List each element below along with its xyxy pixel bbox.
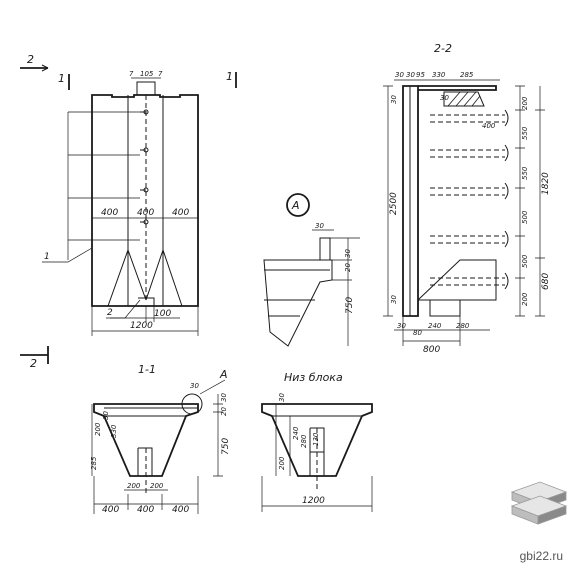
front-dim-7-a: 7: [129, 70, 134, 78]
s11-right-30: 30: [220, 393, 228, 402]
s22-bottom-800: 800: [423, 345, 440, 355]
bottom-block-title: Низ блока: [284, 371, 343, 384]
s22-top-30-c: 30: [440, 94, 449, 102]
s22-side-550-a: 550: [521, 126, 529, 140]
section-1-1-detail-circle: [181, 393, 203, 415]
s11-bottom-400-c: 400: [172, 505, 189, 515]
s11-left-330: 330: [110, 424, 118, 438]
detail-a-circle: [286, 193, 310, 217]
s22-bottom-280: 280: [456, 322, 470, 330]
detail-a-dim-30-top: 30: [315, 222, 324, 230]
s22-bottom-240: 240: [428, 322, 442, 330]
s11-right-30-top: 30: [190, 382, 199, 390]
s22-top-30-b: 30: [406, 71, 415, 79]
s11-bottom-200-a: 200: [127, 482, 141, 490]
s11-right-20: 20: [220, 407, 228, 416]
s22-total-1820: 1820: [541, 172, 551, 195]
s22-height-2500: 2500: [389, 192, 399, 215]
s22-bottom-30: 30: [397, 322, 406, 330]
s22-side-500-a: 500: [521, 210, 529, 224]
front-dim-1200: 1200: [130, 321, 153, 331]
s11-left-30: 30: [102, 411, 110, 420]
section-mark-1-left: 1: [58, 72, 70, 90]
s22-inner-400: 400: [482, 122, 496, 130]
s22-top-285: 285: [460, 71, 474, 79]
front-dim-400-a: 400: [101, 208, 118, 218]
s22-top-30-a: 30: [395, 71, 404, 79]
bb-dim-130: 130: [312, 432, 320, 446]
detail-a-dim-30: 30: [344, 249, 352, 258]
section-1-1-detail-label: А: [219, 368, 228, 381]
section-mark-2-bottom: 2: [20, 346, 49, 370]
s22-side-550-b: 550: [521, 166, 529, 180]
section-mark-1-label-l: 1: [58, 72, 65, 85]
front-dim-100: 100: [154, 309, 171, 319]
detail-a-dim-750: 750: [345, 297, 355, 314]
s22-side-500-b: 500: [521, 254, 529, 268]
section-mark-2-label: 2: [27, 53, 34, 66]
s22-left-30-bottom: 30: [390, 295, 398, 304]
detail-a-label: А: [291, 199, 300, 212]
section-2-2: 2-2 200 550 550 500 500 200 1820 680 250…: [383, 42, 551, 355]
s22-top-330: 330: [432, 71, 446, 79]
s11-left-285: 285: [90, 456, 98, 470]
bb-dim-30: 30: [278, 393, 286, 402]
s22-side-200-bottom: 200: [521, 292, 529, 306]
bb-dim-1200: 1200: [302, 496, 325, 506]
s11-left-200: 200: [94, 422, 102, 436]
front-dim-7-b: 7: [158, 70, 163, 78]
s11-bottom-200-b: 200: [150, 482, 164, 490]
bb-dim-280: 280: [300, 434, 308, 448]
section-mark-2-label-b: 2: [30, 357, 37, 370]
s22-left-30-top: 30: [390, 95, 398, 104]
s11-right-750: 750: [221, 438, 231, 455]
front-callout-2: 2: [107, 308, 113, 318]
watermark-text: gbi22.ru: [519, 549, 563, 563]
s22-side-200-top: 200: [521, 96, 529, 110]
bb-dim-200: 200: [278, 456, 286, 470]
section-mark-1-right: 1: [226, 70, 237, 88]
section-mark-1-label-r: 1: [226, 70, 233, 83]
detail-a-dim-20: 20: [344, 263, 352, 272]
s22-bottom-80: 80: [413, 329, 422, 337]
front-callout-1: 1: [44, 252, 50, 262]
bottom-block-view: Низ блока 30 200 240 280 130 1200: [261, 371, 373, 512]
s22-top-95: 95: [416, 71, 425, 79]
front-dim-105: 105: [140, 70, 154, 78]
front-dim-400-c: 400: [172, 208, 189, 218]
stacked-slabs-logo-icon: [510, 481, 568, 525]
section-mark-2-top: 2: [20, 53, 49, 72]
front-view: 400 400 400 7 105 7 1200 100 1 2: [42, 70, 199, 336]
section-2-2-title: 2-2: [434, 42, 452, 55]
section-1-1-title: 1-1: [138, 363, 156, 376]
s11-bottom-400-b: 400: [137, 505, 154, 515]
section-1-1: 1-1 А 30 30 20 750 200 30 330 285 200 20…: [90, 363, 231, 515]
s11-bottom-400-a: 400: [102, 505, 119, 515]
s22-total-680: 680: [541, 273, 551, 290]
bb-dim-240: 240: [292, 426, 300, 440]
front-dim-400-b: 400: [137, 208, 154, 218]
detail-a: А 30 20 30 750: [263, 193, 360, 347]
